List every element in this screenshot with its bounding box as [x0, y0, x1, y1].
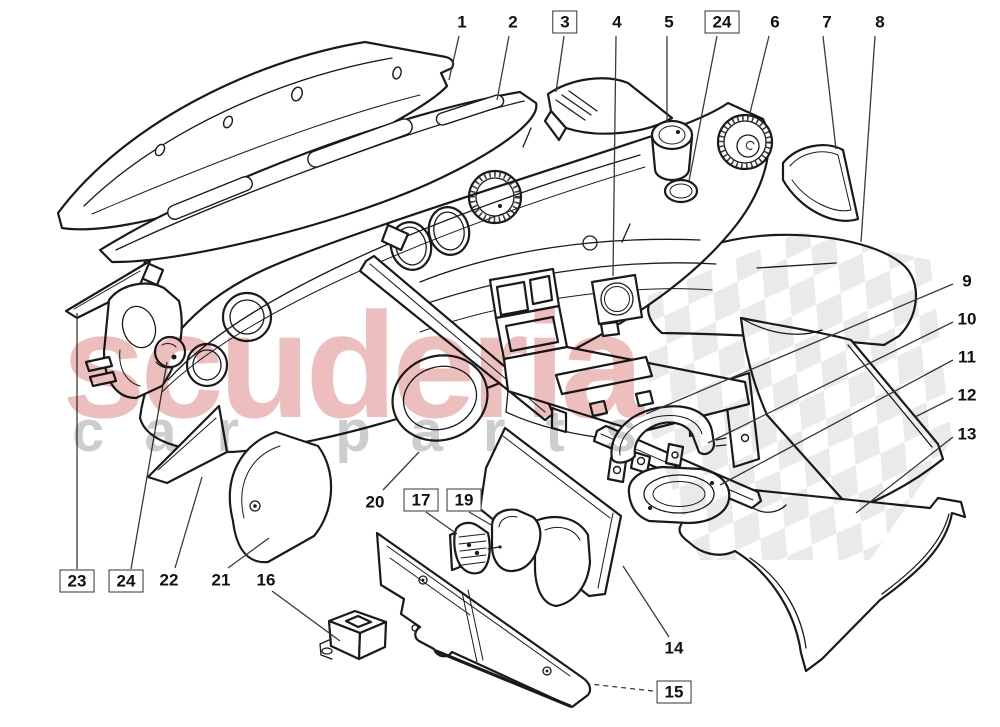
part-dash-upper-shell [98, 90, 538, 287]
part-knee-bolster [228, 430, 333, 564]
part-oval-plate [627, 465, 731, 525]
part-tall-side-panel [739, 316, 945, 512]
callout-1[interactable]: 1 [457, 12, 467, 32]
part-dash-top-cover [56, 40, 455, 231]
leader-line-1 [448, 35, 460, 81]
callout-12[interactable]: 12 [957, 385, 977, 405]
callout-14[interactable]: 14 [664, 638, 684, 658]
callout-11[interactable]: 11 [958, 347, 976, 367]
leader-line-20 [382, 451, 420, 491]
callout-8[interactable]: 8 [875, 12, 885, 32]
part-left-end-cap [64, 259, 187, 400]
callout-23[interactable]: 23 [59, 569, 95, 593]
part-speaker [716, 113, 774, 171]
leader-line-24 [688, 35, 718, 182]
leader-line-12 [914, 397, 954, 418]
callout-7[interactable]: 7 [822, 12, 832, 32]
part-mounting-bracket [319, 609, 388, 661]
callout-6[interactable]: 6 [770, 12, 780, 32]
part-console-end-cover [533, 515, 592, 608]
leader-line-3 [555, 35, 565, 93]
callout-13[interactable]: 13 [957, 424, 977, 444]
callout-4[interactable]: 4 [612, 12, 622, 32]
callout-15[interactable]: 15 [656, 680, 692, 704]
callout-20[interactable]: 20 [365, 492, 385, 512]
leader-line-17 [425, 511, 458, 535]
leader-line-16 [271, 590, 341, 642]
part-demister-trim [543, 77, 674, 142]
part-rubber-boot [490, 508, 542, 573]
leader-line-15 [589, 683, 654, 692]
leader-line-2 [496, 35, 510, 101]
part-vent-cylinder [650, 119, 699, 204]
callout-24[interactable]: 24 [108, 569, 144, 593]
leader-line-7 [822, 35, 837, 150]
callout-19[interactable]: 19 [446, 488, 482, 512]
leader-line-22 [174, 476, 203, 569]
part-grommet-cap [153, 335, 187, 369]
part-switch [448, 521, 502, 575]
leader-line-24 [130, 361, 168, 570]
callout-24[interactable]: 24 [704, 10, 740, 34]
part-lower-trim [146, 404, 229, 485]
callout-10[interactable]: 10 [957, 309, 977, 329]
part-wheel-arch-panel [678, 487, 967, 673]
callout-21[interactable]: 21 [211, 570, 231, 590]
callout-3[interactable]: 3 [552, 10, 578, 34]
callout-22[interactable]: 22 [159, 570, 179, 590]
leader-line-6 [748, 35, 770, 118]
callout-16[interactable]: 16 [256, 570, 276, 590]
leader-line-4 [612, 35, 617, 277]
leader-line-19 [468, 511, 494, 527]
callout-9[interactable]: 9 [962, 271, 972, 291]
leader-line-8 [860, 35, 876, 243]
callout-17[interactable]: 17 [403, 488, 439, 512]
callout-5[interactable]: 5 [664, 12, 674, 32]
part-floor-panel [375, 531, 592, 709]
leader-line-21 [227, 537, 270, 569]
part-oval-bezel [391, 354, 489, 442]
leader-line-14 [622, 565, 670, 638]
callout-2[interactable]: 2 [508, 12, 518, 32]
part-speaker-plate [590, 273, 644, 338]
part-tweeter-trim [781, 144, 860, 222]
